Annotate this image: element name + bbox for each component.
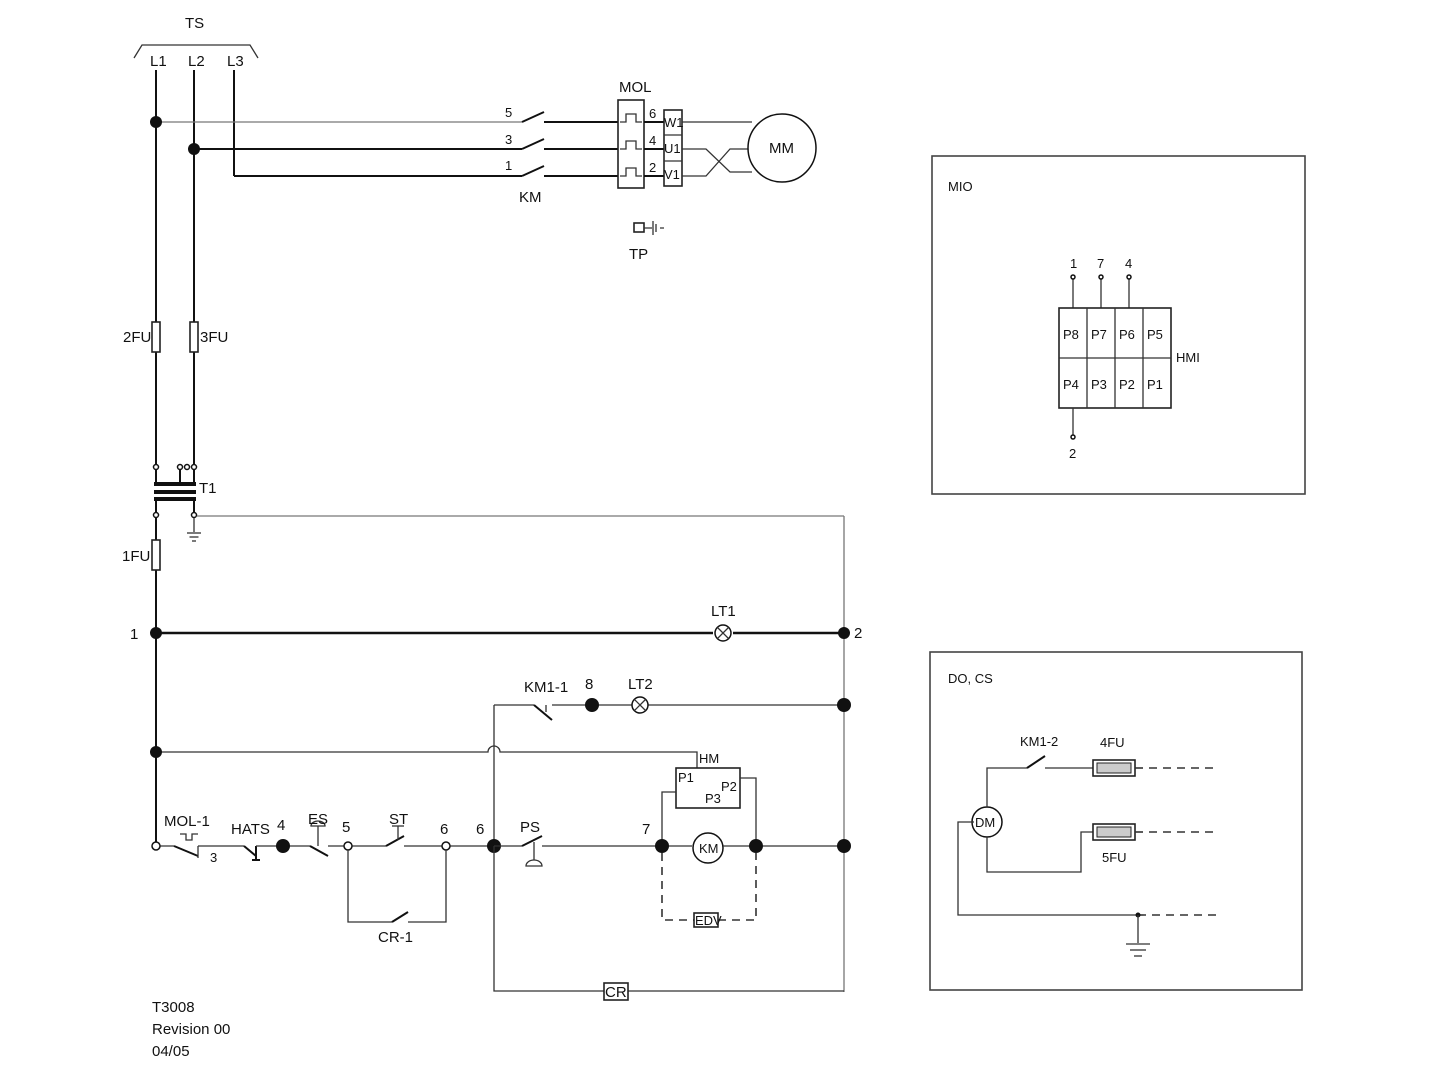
pressure-switch-ps: PS [520,819,543,867]
fuse-5fu-label: 5FU [1102,850,1127,865]
thermal-protector: TP [629,221,664,263]
line-l1-label: L1 [150,53,167,70]
mio-panel-title: MIO [948,179,973,194]
motor-terminal-block: W1 U1 V1 [663,109,752,187]
contact-mol-1: MOL-1 [164,813,210,858]
pressure-switch-label: PS [520,819,540,836]
main-motor-label: MM [769,140,794,157]
hmi-cell-p2: P2 [1119,377,1135,392]
hmi-cell-p5: P5 [1147,327,1163,342]
hour-meter-label: HM [699,751,719,766]
relay-cr: CR [493,846,844,1001]
mol-terminal-6: 6 [649,106,656,121]
mio-pin-4: 4 [1125,256,1132,271]
node-7-label: 7 [642,821,650,838]
coil-km: KM [692,832,724,864]
hmi-cell-p7: P7 [1091,327,1107,342]
mio-panel: MIO 1 7 4 P8 P7 P6 P5 P4 P3 P2 P1 HMI 2 [931,155,1306,495]
fuse-4fu-label: 4FU [1100,735,1125,750]
revision-number: Revision 00 [152,1021,231,1038]
line-l2-label: L2 [188,53,205,70]
start-label: ST [389,811,408,828]
terminal-u1: U1 [664,141,681,156]
transformer-label: T1 [199,480,217,497]
supply-wires [150,70,522,468]
node-2-label: 2 [854,625,862,642]
node-6b-label: 6 [476,821,484,838]
hm-pin-p1: P1 [678,770,694,785]
control-rails [155,515,845,992]
estop-es: ES [308,811,329,857]
mol-terminal-2: 2 [649,160,656,175]
node-3-label: 3 [210,850,217,865]
hmi-cell-p1: P1 [1147,377,1163,392]
km-terminal-1: 1 [505,158,512,173]
seal-in-cr-1: CR-1 [347,850,447,946]
hmi-cell-p8: P8 [1063,327,1079,342]
node-4-label: 4 [277,817,285,834]
km1-1-label: KM1-1 [524,679,568,696]
fuse-2fu: 2FU [123,321,161,353]
switch-hats: HATS [231,821,270,861]
docs-panel-title: DO, CS [948,671,993,686]
revision-date: 04/05 [152,1043,190,1060]
hats-label: HATS [231,821,270,838]
drawing-number: T3008 [152,999,195,1016]
node-1-label: 1 [130,626,138,643]
hm-pin-p3: P3 [705,791,721,806]
hmi-cell-p6: P6 [1119,327,1135,342]
node-8-label: 8 [585,676,593,693]
node-5-label: 5 [342,819,350,836]
contactor-label: KM [519,189,542,206]
fuse-1fu-label: 1FU [122,548,150,565]
transformer-t1: T1 [152,463,217,542]
seal-in-label: CR-1 [378,929,413,946]
mio-pin-1: 1 [1070,256,1077,271]
rung-motor-control: MOL-1 3 HATS 4 ES 5 ST 6 [151,811,851,1001]
lamp-lt2-label: LT2 [628,676,653,693]
rung-run-lamp: KM1-1 8 LT2 [493,676,851,846]
fuse-3fu: 3FU [189,321,228,353]
mio-pin-7: 7 [1097,256,1104,271]
valve-edv: EDV [661,853,757,928]
contactor-km: 5 3 1 KM [505,105,620,206]
hmi-cell-p4: P4 [1063,377,1079,392]
lamp-lt2: LT2 [628,676,653,714]
estop-label: ES [308,811,328,828]
mol-terminal-4: 4 [649,133,656,148]
supply-switch: TS L1 L2 L3 [133,15,259,70]
km1-2-label: KM1-2 [1020,734,1058,749]
terminal-v1: V1 [664,167,680,182]
terminal-w1: W1 [664,115,684,130]
lamp-lt1: LT1 [711,603,736,642]
node-6a-label: 6 [440,821,448,838]
rung-power-lamp: 1 2 LT1 [130,603,862,643]
coil-km-label: KM [699,841,719,856]
rung-hour-meter: HM P1 P2 P3 [150,745,757,846]
supply-switch-label: TS [185,15,204,32]
thermal-protector-label: TP [629,246,648,263]
km-terminal-5: 5 [505,105,512,120]
km-terminal-3: 3 [505,132,512,147]
hmi-label: HMI [1176,350,1200,365]
lamp-lt1-label: LT1 [711,603,736,620]
hmi-cell-p3: P3 [1091,377,1107,392]
line-l3-label: L3 [227,53,244,70]
docs-motor-label: DM [975,815,995,830]
main-motor: MM [747,113,817,183]
edv-label: EDV [695,913,722,928]
hm-pin-p2: P2 [721,779,737,794]
mio-pin-2: 2 [1069,446,1076,461]
overload-label: MOL [619,79,652,96]
overload-mol: MOL 6 4 2 [617,79,664,189]
fuse-2fu-label: 2FU [123,329,151,346]
start-button-st: ST [385,811,408,847]
fuse-3fu-label: 3FU [200,329,228,346]
mol-1-label: MOL-1 [164,813,210,830]
fuse-1fu: 1FU [122,539,161,571]
relay-cr-label: CR [605,984,627,1001]
docs-panel: DO, CS DM KM1-2 4FU 5FU [929,651,1303,991]
